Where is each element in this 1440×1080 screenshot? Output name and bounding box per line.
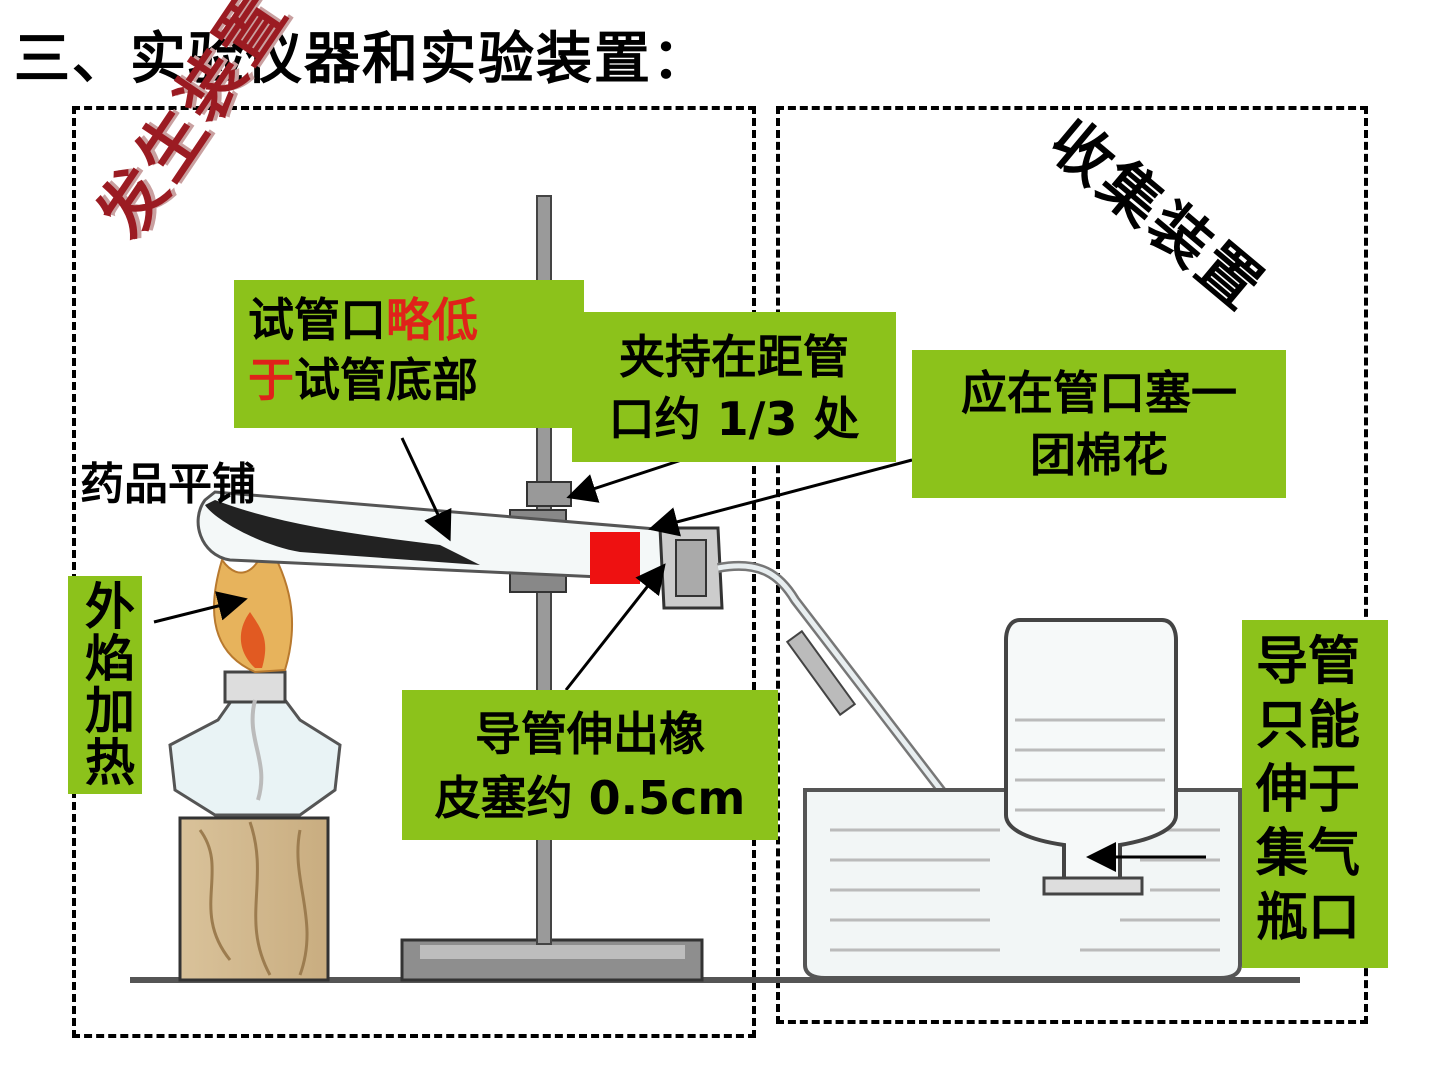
tube-mouth-highlight: 略低 [386, 293, 478, 347]
callout-bottle: 导管只能伸于集气瓶口 [1242, 620, 1388, 968]
gas-bottle [1004, 618, 1178, 896]
rubber-stopper [658, 526, 724, 610]
cotton-text-line2: 团棉花 [1030, 428, 1168, 482]
wooden-block [178, 816, 330, 982]
conduit-text-line2: 皮塞约 0.5cm [434, 771, 746, 825]
callout-clamp: 夹持在距管 口约 1/3 处 [572, 312, 896, 462]
arrow-conduit [564, 563, 666, 691]
pointer-arrows [153, 437, 1206, 872]
arrow-flame [153, 591, 248, 624]
callout-tube-mouth: 试管口略低 于试管底部 [234, 280, 584, 428]
callout-cotton: 应在管口塞一 团棉花 [912, 350, 1286, 498]
page-title: 三、实验仪器和实验装置： [14, 27, 710, 92]
tube-mouth-text-2: 试管底部 [294, 353, 478, 407]
clamp-text-line2: 口约 1/3 处 [608, 392, 860, 446]
tube-mouth-highlight-2: 于 [248, 353, 294, 407]
cotton-text-line1: 应在管口塞一 [961, 366, 1237, 420]
arrow-cotton [648, 458, 913, 537]
flame [212, 537, 294, 674]
collector-frame [776, 106, 1368, 1024]
conduit-text-line1: 导管伸出橡 [475, 707, 705, 761]
bottle-text: 导管只能伸于集气瓶口 [1255, 632, 1360, 948]
alcohol-lamp [168, 670, 342, 817]
callout-tube-mouth-line2: 于试管底部 [248, 350, 570, 410]
reagent-label: 药品平铺 [80, 459, 256, 510]
callout-conduit: 导管伸出橡 皮塞约 0.5cm [402, 690, 778, 840]
clamp-text-line1: 夹持在距管 [619, 330, 849, 384]
arrow-tube-mouth [400, 437, 452, 542]
tube-mouth-text: 试管口 [248, 293, 386, 347]
callout-tube-mouth-line1: 试管口略低 [248, 290, 570, 350]
callout-flame: 外焰加热 [68, 576, 142, 794]
